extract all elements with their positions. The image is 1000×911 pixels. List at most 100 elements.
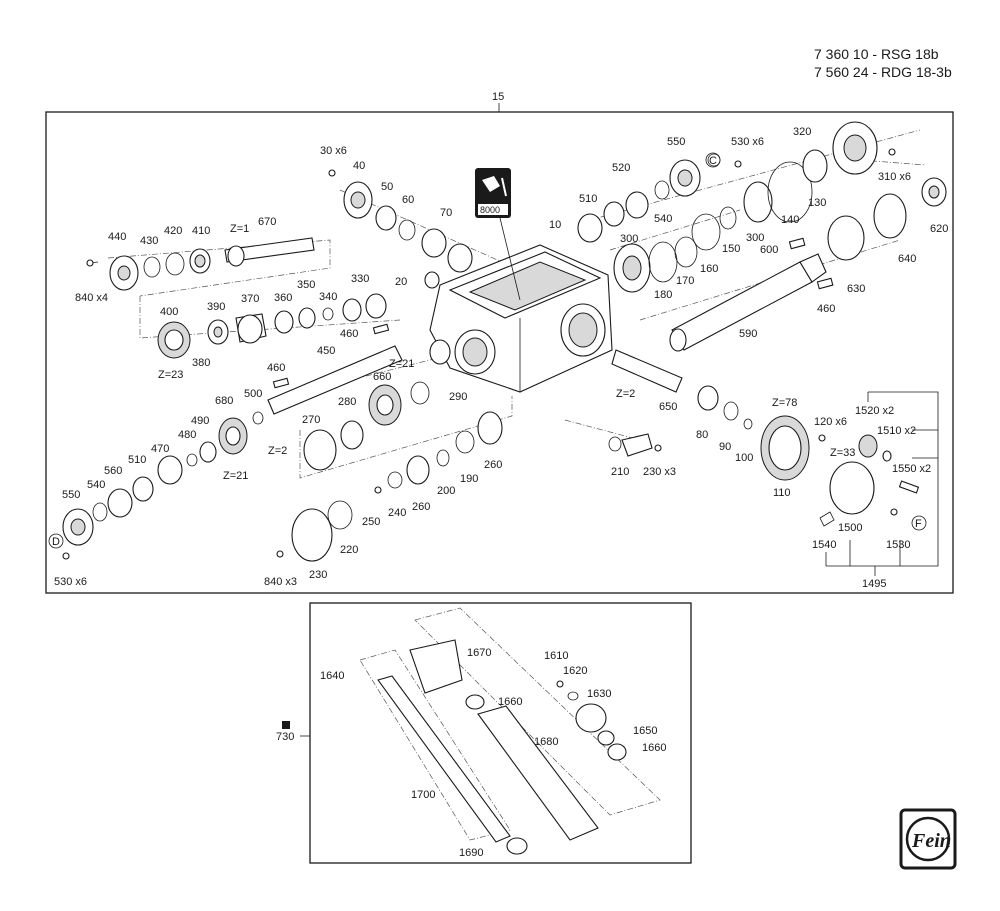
part-label: 1540 [812,539,836,551]
part-label: 180 [654,289,672,301]
part-label: 1510 x2 [877,425,916,437]
part-label: 600 [760,244,778,256]
model-number-1: 7 360 10 - RSG 18b [814,46,939,62]
part-label: 1640 [320,670,344,682]
part-label: 500 [244,388,262,400]
part-label: 1550 x2 [892,463,931,475]
part-label: 270 [302,414,320,426]
part-label: 130 [808,197,826,209]
part-label: 520 [612,162,630,174]
part-label: 550 [62,489,80,501]
callout-letters [48,152,927,549]
part-label: 460 [267,362,285,374]
part-label: 310 x6 [878,171,911,183]
part-label: 200 [437,485,455,497]
part-label: 370 [241,293,259,305]
assembly-id-label: 15 [492,91,504,103]
part-label: 540 [654,213,672,225]
part-label: 220 [340,544,358,556]
model-number-2: 7 560 24 - RDG 18-3b [814,64,952,80]
group-bracket-1495 [825,391,939,576]
part-label: 670 [258,216,276,228]
part-label: 30 x6 [320,145,347,157]
oil-badge-text: 8000 [480,205,500,215]
part-label: 170 [676,275,694,287]
part-label: 680 [215,395,233,407]
part-label: D [52,536,60,548]
part-label: 840 x3 [264,576,297,588]
part-label: 510 [579,193,597,205]
part-label: 1690 [459,847,483,859]
part-label: 280 [338,396,356,408]
part-label: Z=21 [389,358,414,370]
part-label: 10 [549,219,561,231]
part-label: 380 [192,357,210,369]
part-label: F [915,518,922,530]
part-label: 1700 [411,789,435,801]
part-label: 1650 [633,725,657,737]
part-label: 210 [611,466,629,478]
part-label: 620 [930,223,948,235]
part-label: 240 [388,507,406,519]
part-label: 390 [207,301,225,313]
part-label: 230 [309,569,327,581]
accessory-parts [377,639,627,855]
part-label: 630 [847,283,865,295]
gear-housing [429,244,613,393]
part-label: 1610 [544,650,568,662]
part-label: 260 [412,501,430,513]
part-label: 320 [793,126,811,138]
part-label: 350 [297,279,315,291]
part-label: 490 [191,415,209,427]
part-label: 400 [160,306,178,318]
part-label: 420 [164,225,182,237]
part-label: Z=33 [830,447,855,459]
part-label: 60 [402,194,414,206]
part-label: 40 [353,160,365,172]
part-label: C [709,155,717,167]
part-label: 560 [104,465,122,477]
part-label: Z=21 [223,470,248,482]
part-label: 90 [719,441,731,453]
part-label: 340 [319,291,337,303]
fein-logo: Fein [899,808,957,870]
part-label: 290 [449,391,467,403]
part-label: 160 [700,263,718,275]
part-label: Z=2 [616,388,635,400]
part-label: 1660 [498,696,522,708]
part-label: 440 [108,231,126,243]
part-label: 110 [773,487,791,499]
part-label: 150 [722,243,740,255]
part-label: 650 [659,401,677,413]
part-label: 300 [746,232,764,244]
part-label: 230 x3 [643,466,676,478]
accessory-id-label: 730 [276,731,294,743]
part-label: 840 x4 [75,292,108,304]
part-label: 100 [735,452,753,464]
oil-label-badge: 8000 [475,168,521,301]
part-label: 20 [395,276,407,288]
part-label: 660 [373,371,391,383]
part-label: 1500 [838,522,862,534]
part-label: 460 [340,328,358,340]
part-label: 1660 [642,742,666,754]
part-label: 450 [317,345,335,357]
part-label: 470 [151,443,169,455]
part-label: 550 [667,136,685,148]
part-label: Z=1 [230,223,249,235]
logo-text: Fein [911,830,951,852]
part-label: 510 [128,454,146,466]
part-label: 330 [351,273,369,285]
part-label: 50 [381,181,393,193]
right-parts [577,121,947,527]
part-label: 300 [620,233,638,245]
part-label: 430 [140,235,158,247]
part-label: 1670 [467,647,491,659]
part-label: 540 [87,479,105,491]
part-label: 140 [781,214,799,226]
part-label: 530 x6 [731,136,764,148]
part-label: 80 [696,429,708,441]
part-label: Z=23 [158,369,183,381]
part-label: 410 [192,225,210,237]
